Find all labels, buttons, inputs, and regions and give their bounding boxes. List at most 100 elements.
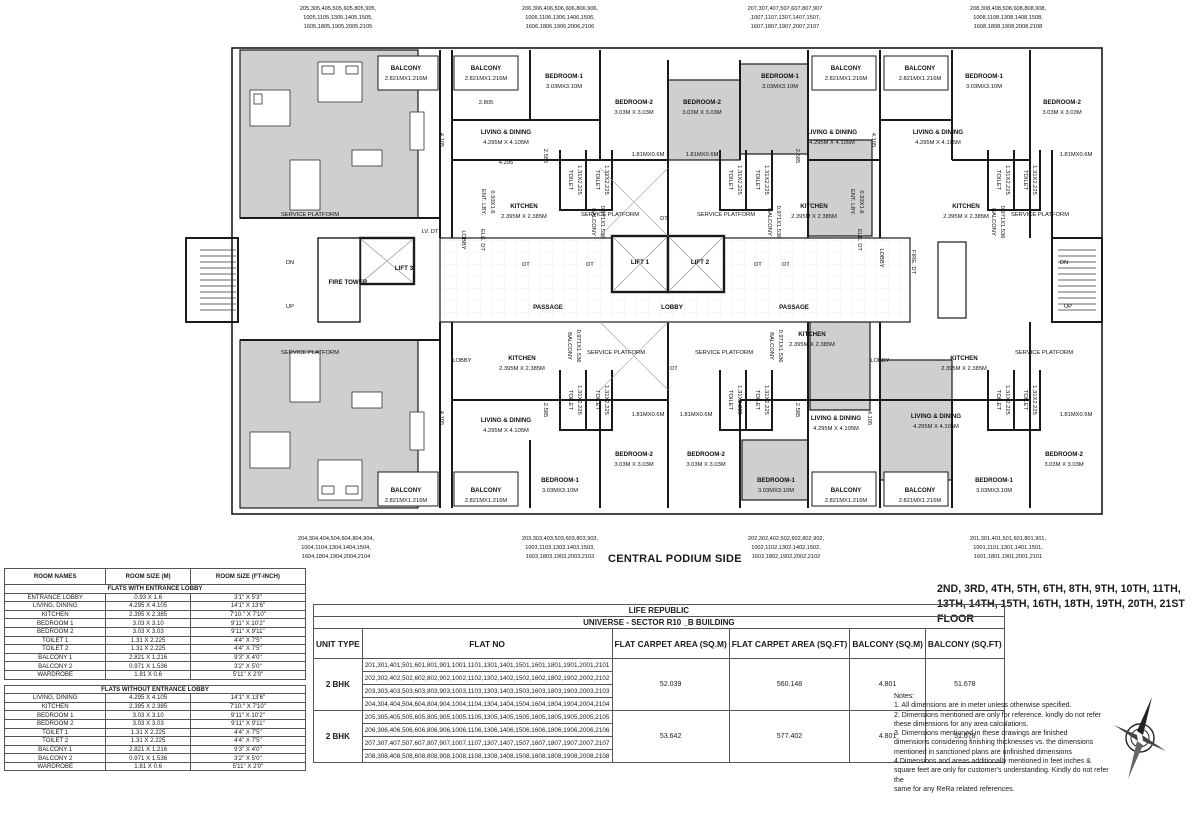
svg-text:2.585: 2.585 — [542, 403, 548, 418]
svg-text:206,306,406,506,606,806,906,: 206,306,406,506,606,806,906, — [522, 6, 599, 12]
svg-text:DN: DN — [286, 260, 294, 266]
svg-text:1004,1104,1304,1404,1504,: 1004,1104,1304,1404,1504, — [301, 545, 371, 551]
flat-list-top-2: 206,306,406,506,606,806,906, 1006,1106,1… — [522, 6, 599, 30]
svg-text:KITCHEN: KITCHEN — [950, 355, 978, 362]
svg-text:2.585: 2.585 — [542, 149, 548, 164]
svg-text:1.31X2.225: 1.31X2.225 — [736, 385, 742, 415]
svg-text:BALCONY: BALCONY — [391, 487, 422, 494]
svg-text:201,301,401,501,601,801,901,: 201,301,401,501,601,801,901, — [970, 536, 1047, 542]
svg-text:1605,1805,1905,2005,2105: 1605,1805,1905,2005,2105 — [304, 24, 372, 30]
svg-text:BALCONY: BALCONY — [990, 208, 996, 236]
svg-text:LOBBY: LOBBY — [878, 248, 884, 267]
svg-text:1005,1105,1305,1405,1505,: 1005,1105,1305,1405,1505, — [303, 15, 373, 21]
svg-text:1604,1804,1904,2004,2104: 1604,1804,1904,2004,2104 — [302, 554, 370, 560]
svg-text:1.31X2.225: 1.31X2.225 — [576, 165, 582, 195]
note-line: dimensions considering finishing thickne… — [894, 739, 1094, 747]
svg-text:ENT. LBY.: ENT. LBY. — [849, 189, 855, 215]
svg-text:ELE. DT: ELE. DT — [856, 229, 862, 251]
table-subtitle: UNIVERSE - SECTOR R10 _B BUILDING — [313, 616, 1005, 629]
svg-text:BALCONY: BALCONY — [391, 65, 422, 72]
col-balcony-sqm: BALCONY (SQ.M) — [849, 628, 926, 659]
svg-text:1.81MX0.6M: 1.81MX0.6M — [686, 152, 719, 158]
svg-text:4.105: 4.105 — [438, 133, 444, 148]
col-carpet-sqm: FLAT CARPET AREA (SQ.M) — [611, 628, 730, 659]
col-room-names: ROOM NAMES — [3, 568, 107, 585]
svg-text:BALCONY: BALCONY — [831, 487, 862, 494]
section-title: FLATS WITH ENTRANCE LOBBY — [4, 584, 306, 594]
svg-text:2.395M X 2.385M: 2.395M X 2.385M — [941, 366, 987, 372]
svg-text:,1007,1107,1307,1407,1507,: ,1007,1107,1307,1407,1507, — [749, 15, 821, 21]
svg-text:0.93X1.6: 0.93X1.6 — [858, 190, 864, 213]
svg-text:DT: DT — [522, 262, 530, 268]
room-size-table: ROOM NAMES ROOM SIZE (M) ROOM SIZE (FT-I… — [3, 568, 307, 772]
building-outline — [185, 47, 1103, 515]
svg-text:2.821MX1.216M: 2.821MX1.216M — [385, 498, 428, 504]
svg-text:BEDROOM-1: BEDROOM-1 — [965, 73, 1003, 80]
svg-text:BALCONY: BALCONY — [905, 65, 936, 72]
svg-text:204,304,404,504,604,804,904,: 204,304,404,504,604,804,904, — [298, 536, 375, 542]
svg-text:TOILET: TOILET — [727, 390, 733, 411]
svg-text:DN: DN — [1060, 260, 1068, 266]
svg-text:1.31X2.225: 1.31X2.225 — [576, 385, 582, 415]
svg-text:0.971X1.536: 0.971X1.536 — [599, 206, 605, 239]
svg-text:1608,1808,1908,2008,2108: 1608,1808,1908,2008,2108 — [974, 24, 1042, 30]
svg-text:4.295: 4.295 — [499, 160, 514, 166]
svg-text:1.31X2.225: 1.31X2.225 — [1031, 165, 1037, 195]
svg-text:2.821MX1.216M: 2.821MX1.216M — [385, 76, 428, 82]
table-row: 208,308,408,508,608,808,908,1008,1108,13… — [314, 749, 1005, 763]
svg-text:SERVICE PLATFORM: SERVICE PLATFORM — [587, 350, 645, 356]
svg-text:DT: DT — [754, 262, 762, 268]
svg-text:1.81MX0.6M: 1.81MX0.6M — [632, 152, 665, 158]
svg-text:SERVICE PLATFORM: SERVICE PLATFORM — [581, 212, 639, 218]
svg-text:BEDROOM-2: BEDROOM-2 — [683, 99, 721, 106]
svg-text:3.03MX3.10M: 3.03MX3.10M — [758, 488, 794, 494]
svg-text:2.821MX1.216M: 2.821MX1.216M — [899, 498, 942, 504]
svg-text:0.93X1.6: 0.93X1.6 — [489, 190, 495, 213]
vertical-labels: TOILET 1.31X2.225 TOILET 1.31X2.225 TOIL… — [438, 133, 1037, 426]
svg-text:4.105: 4.105 — [870, 133, 876, 148]
svg-text:4.295M X 4.105M: 4.295M X 4.105M — [915, 140, 961, 146]
svg-text:LIVING & DINING: LIVING & DINING — [811, 415, 861, 422]
svg-text:SERVICE PLATFORM: SERVICE PLATFORM — [695, 350, 753, 356]
svg-text:2.395M X 2.385M: 2.395M X 2.385M — [789, 342, 835, 348]
svg-text:TOILET: TOILET — [594, 170, 600, 191]
svg-text:1.81MX0.6M: 1.81MX0.6M — [680, 412, 713, 418]
svg-text:LIVING & DINING: LIVING & DINING — [913, 129, 963, 136]
svg-text:2.585: 2.585 — [794, 403, 800, 418]
svg-text:TOILET: TOILET — [1022, 170, 1028, 191]
svg-text:202,302,402,502,602,802,902,: 202,302,402,502,602,802,902, — [748, 536, 825, 542]
svg-text:2.395M X 2.385M: 2.395M X 2.385M — [501, 214, 547, 220]
svg-text:FIRE. DT: FIRE. DT — [910, 250, 916, 275]
svg-text:1.31X2.225: 1.31X2.225 — [603, 385, 609, 415]
svg-text:4.295M X 4.105M: 4.295M X 4.105M — [483, 140, 529, 146]
svg-text:TOILET: TOILET — [995, 170, 1001, 191]
svg-text:4.295M X 4.105M: 4.295M X 4.105M — [813, 426, 859, 432]
svg-text:3.03MX3.10M: 3.03MX3.10M — [542, 488, 578, 494]
svg-text:BEDROOM-2: BEDROOM-2 — [1045, 451, 1083, 458]
svg-text:LOBBY: LOBBY — [870, 358, 889, 364]
svg-text:BALCONY: BALCONY — [831, 65, 862, 72]
note-line: square feet are only for customer's unde… — [894, 767, 1109, 784]
svg-text:2.585: 2.585 — [794, 149, 800, 164]
notes: Notes: 1. All dimensions are in meter un… — [894, 692, 1112, 794]
flat-list-bottom-3: 202,302,402,502,602,802,902, 1002,1102,1… — [748, 536, 825, 560]
svg-text:0.971X1.536: 0.971X1.536 — [575, 330, 581, 363]
flat-list-bottom-2: 203,303,403,503,603,803,903, 1003,1103,1… — [522, 536, 599, 560]
svg-text:SERVICE PLATFORM: SERVICE PLATFORM — [1015, 350, 1073, 356]
floor-plan: 205,305,405,505,605,805,905, 1005,1105,1… — [185, 6, 1103, 560]
svg-text:205,305,405,505,605,805,905,: 205,305,405,505,605,805,905, — [300, 6, 377, 12]
svg-text:1008,1108,1308,1408,1508,: 1008,1108,1308,1408,1508, — [973, 15, 1043, 21]
svg-text:BALCONY: BALCONY — [471, 65, 502, 72]
balconies — [377, 55, 949, 507]
svg-text:BALCONY: BALCONY — [566, 332, 572, 360]
svg-text:3.03MX3.10M: 3.03MX3.10M — [976, 488, 1012, 494]
svg-text:LIFT 2: LIFT 2 — [691, 259, 710, 266]
svg-text:3.03M X 3.03M: 3.03M X 3.03M — [686, 462, 725, 468]
north-compass-icon — [1114, 697, 1166, 779]
svg-text:1003,1103,1303,1403,1503,: 1003,1103,1303,1403,1503, — [525, 545, 595, 551]
